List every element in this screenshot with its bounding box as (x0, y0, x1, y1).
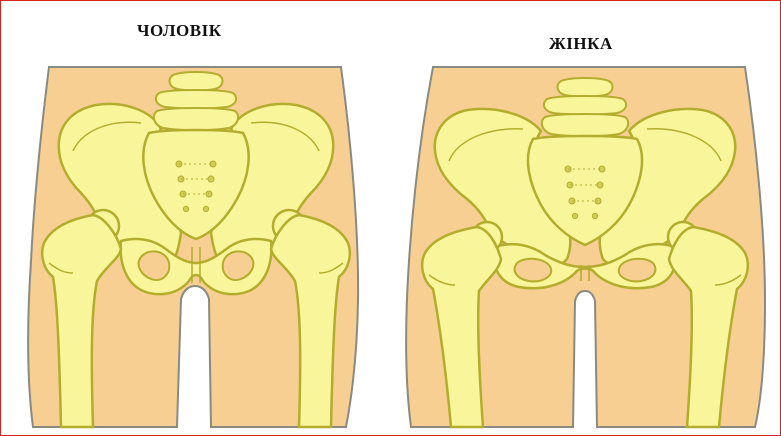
male-label-overlay: ЧОЛОВІК (137, 21, 222, 41)
male-pelvis-figure (28, 67, 358, 427)
female-pelvis-figure (406, 67, 765, 427)
female-label-overlay: ЖІНКА (549, 34, 613, 54)
